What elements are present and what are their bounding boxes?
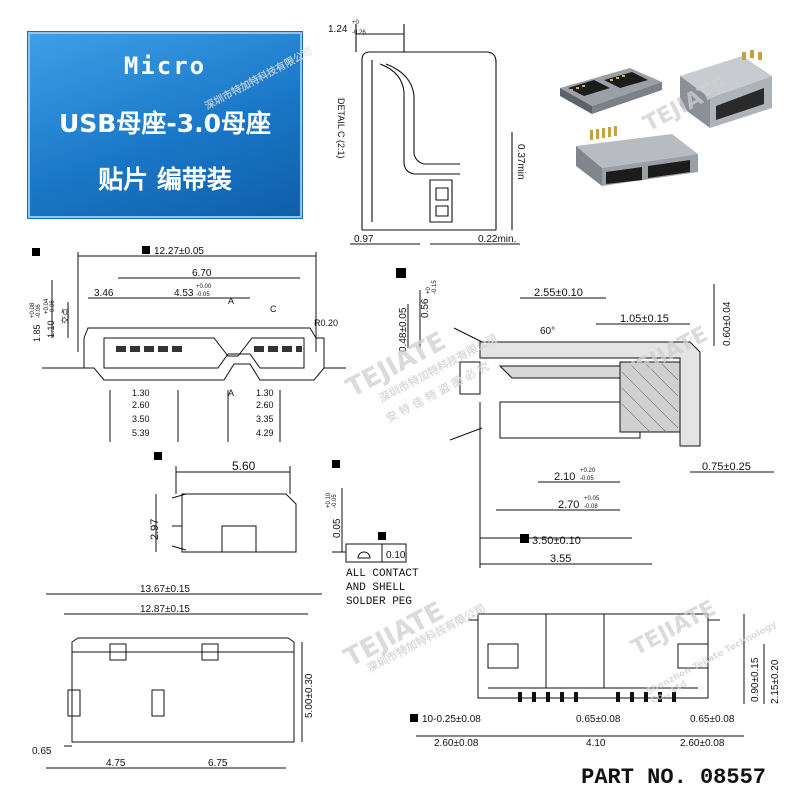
product-photo-3 [576,126,698,186]
dim-l130: 1.30 [132,388,150,398]
dim-670: 6.70 [192,268,212,279]
dim-l350: 3.50 [132,414,150,424]
banner-line-3: 贴片 编带装 [98,165,232,194]
dim-l260: 2.60 [132,400,150,410]
dim-056: 0.56 [420,298,431,318]
dim-185: 1.85 [32,324,42,342]
dim-260-right: 2.60±0.08 [680,738,725,749]
title-banner: Micro USB母座-3.0母座 贴片 编带装 [28,32,302,218]
note-line-1: ALL CONTACT [346,568,419,580]
detail-c-dim-bottom-left: 0.97 [354,234,374,245]
note-line-3: SOLDER PEG [346,596,412,608]
dim-500: 5.00±0.30 [304,673,315,718]
side-view: 5.60 2.97 0.05 +0.10 -0.05 0.10 ALL CONT… [149,452,419,608]
dim-185-tol-lower: -0.06 [36,304,42,318]
mark-a-1: A [228,296,234,306]
section-view: 0.56 +0 -0.15 0.48±0.05 2.55±0.10 60° 1.… [396,268,774,568]
dim-210: 2.10 [554,471,575,483]
footprint-view: 13.67±0.15 12.87±0.15 5.00±0.30 0.65 4.7… [32,584,322,769]
dim-270: 2.70 [558,499,579,511]
dim-675: 6.75 [208,758,228,769]
dim-1367: 13.67±0.15 [140,584,190,595]
note-line-2: AND SHELL [346,582,405,594]
dim-056-tol-lower: -0.15 [432,280,438,294]
dim-355: 3.55 [550,553,571,565]
dim-056-tol-upper: +0 [426,286,432,294]
dim-005-tol-upper: +0.10 [326,492,332,508]
dim-065: 0.65 [32,746,52,757]
dim-1287: 12.87±0.15 [140,604,190,615]
banner-line-2: USB母座-3.0母座 [58,109,272,138]
dim-radius: R0.20 [314,318,338,328]
dim-346: 3.46 [94,288,114,299]
dim-215: 2.15±0.20 [770,659,781,704]
dim-210-tol-upper: +0.20 [580,468,596,474]
dim-453: 4.53 [174,288,194,299]
dim-110: 1.10 [46,320,56,338]
dim-350: 3.50±0.10 [532,535,581,547]
part-number: PART NO. 08557 [581,765,766,790]
dim-090: 0.90±0.15 [750,657,761,702]
dim-side-height: 2.97 [149,519,161,540]
detail-c-view: DETAIL C (2:1) 1.24 +0 -0.26 0.37min 0.9… [328,20,526,245]
dim-270-tol-lower: -0.08 [584,504,598,510]
mark-c: C [270,304,277,314]
dim-410: 4.10 [586,738,606,749]
dim-270-tol-upper: +0.05 [584,496,600,502]
dim-angle: 60° [540,326,555,337]
banner-line-1: Micro [123,52,207,80]
mark-a-2: A [228,388,234,398]
dim-453-tol-upper: +0.00 [196,284,212,290]
ref-note: 交点 [60,308,70,324]
dim-105: 1.05±0.15 [620,313,669,325]
detail-c-dim-top: 1.24 [328,24,348,35]
dim-210-tol-lower: -0.05 [580,476,594,482]
dim-075: 0.75±0.25 [702,461,751,473]
dim-r335: 3.35 [256,414,274,424]
dim-overall-width: 12.27±0.05 [154,246,204,257]
dim-110-tol-upper: +0.04 [44,298,50,314]
dim-110-tol-lower: -0.06 [50,300,56,314]
bottom-view: 10-0.25±0.08 0.65±0.08 0.65±0.08 2.60±0.… [410,613,781,749]
product-photo-1 [560,68,662,114]
dim-060: 0.60±0.04 [722,301,733,346]
detail-c-dim-top-tol-lower: -0.26 [352,30,366,36]
dim-005: 0.05 [332,518,343,538]
detail-c-dim-right: 0.37min [515,144,526,180]
flatness-value: 0.10 [386,550,406,561]
product-photo-2 [680,50,772,128]
dim-255: 2.55±0.10 [534,287,583,299]
dim-pitch-right: 0.65±0.08 [690,714,735,725]
dim-260-left: 2.60±0.08 [434,738,479,749]
detail-c-label: DETAIL C (2:1) [336,98,346,159]
dim-r429: 4.29 [256,428,274,438]
detail-c-dim-bottom-right: 0.22min. [478,234,516,245]
dim-185-tol-upper: +0.08 [30,302,36,318]
dim-r260: 2.60 [256,400,274,410]
dim-pitch-left: 0.65±0.08 [576,714,621,725]
dim-l539: 5.39 [132,428,150,438]
detail-c-dim-top-tol-upper: +0 [352,20,360,26]
dim-r130: 1.30 [256,388,274,398]
dim-pins: 10-0.25±0.08 [422,714,481,725]
dim-453-tol-lower: -0.05 [196,292,210,298]
dim-048: 0.48±0.05 [398,307,409,352]
dim-side-width: 5.60 [232,459,256,473]
front-view: 12.27±0.05 6.70 3.46 4.53 +0.00 -0.05 1.… [30,246,346,442]
dim-475: 4.75 [106,758,126,769]
dim-005-tol-lower: -0.05 [332,494,338,508]
